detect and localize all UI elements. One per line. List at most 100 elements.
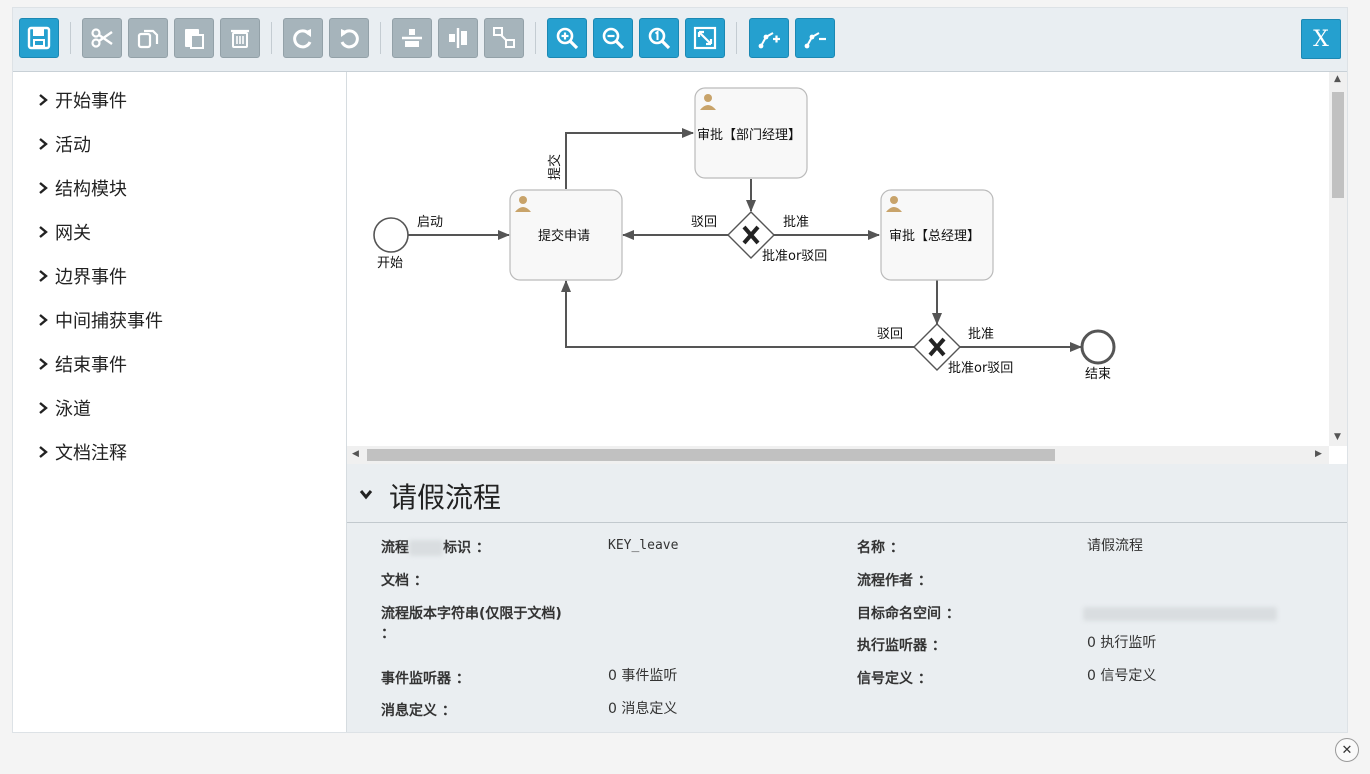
zoom-out-icon xyxy=(602,27,625,50)
palette-item-label: 网关 xyxy=(55,223,91,244)
zoom-in-icon xyxy=(556,27,579,50)
exec-listener-value[interactable]: 0 执行监听 xyxy=(1087,635,1157,651)
flow-start-label: 启动 xyxy=(417,215,443,230)
remove-bendpoint-button[interactable] xyxy=(795,18,835,58)
task-submit-request[interactable] xyxy=(509,189,623,281)
signal-label: 信号定义 ： xyxy=(857,671,932,687)
user-task-icon xyxy=(700,94,716,110)
vertical-scroll-thumb[interactable] xyxy=(1332,92,1344,198)
delete-button[interactable] xyxy=(220,18,260,58)
cut-button[interactable] xyxy=(82,18,122,58)
scroll-left-icon[interactable]: ◀ xyxy=(352,449,359,459)
start-event[interactable] xyxy=(373,217,409,253)
cut-icon xyxy=(91,28,113,48)
zoom-out-button[interactable] xyxy=(593,18,633,58)
palette-item-label: 活动 xyxy=(55,135,91,156)
align-horizontal-button[interactable] xyxy=(392,18,432,58)
scroll-right-icon[interactable]: ▶ xyxy=(1315,449,1322,459)
horizontal-scroll-thumb[interactable] xyxy=(367,449,1055,461)
palette-item-gateways[interactable]: 网关 xyxy=(37,220,91,244)
paste-icon xyxy=(185,29,204,49)
signal-value[interactable]: 0 信号定义 xyxy=(1087,668,1157,684)
flow-reject2[interactable] xyxy=(561,280,915,348)
scroll-up-icon[interactable]: ▲ xyxy=(1334,74,1341,84)
exclusive-gateway-1[interactable] xyxy=(727,211,775,259)
zoom-fit-button[interactable] xyxy=(685,18,725,58)
chevron-down-icon[interactable] xyxy=(359,488,373,500)
palette-item-label: 中间捕获事件 xyxy=(55,311,163,332)
copy-icon xyxy=(137,29,159,49)
same-size-icon xyxy=(493,27,515,48)
chevron-right-icon xyxy=(39,226,48,238)
chevron-right-icon xyxy=(39,182,48,194)
task-gm-approve[interactable] xyxy=(880,189,994,281)
task-dept-approve[interactable] xyxy=(694,87,808,179)
palette-item-label: 边界事件 xyxy=(55,267,127,288)
namespace-label: 目标命名空间 ： xyxy=(857,606,960,622)
flow-approve1-label: 批准 xyxy=(783,215,809,230)
canvas-horizontal-scrollbar[interactable]: ◀ ▶ xyxy=(347,446,1329,464)
flow-approve2-label: 批准 xyxy=(968,327,994,342)
palette-item-swimlanes[interactable]: 泳道 xyxy=(37,396,91,420)
exclusive-gateway-2[interactable] xyxy=(913,323,961,371)
toolbar-separator xyxy=(535,22,536,54)
author-label: 流程作者 ： xyxy=(857,573,932,589)
zoom-actual-button[interactable] xyxy=(639,18,679,58)
start-event-label: 开始 xyxy=(377,256,403,271)
toolbar-separator xyxy=(380,22,381,54)
flow-submit[interactable] xyxy=(565,128,694,189)
palette-item-activities[interactable]: 活动 xyxy=(37,132,91,156)
event-listener-value[interactable]: 0 事件监听 xyxy=(608,668,678,684)
chevron-right-icon xyxy=(39,358,48,370)
palette-item-start-events[interactable]: 开始事件 xyxy=(37,88,127,112)
align-horizontal-icon xyxy=(402,29,422,47)
task-submit-label: 提交申请 xyxy=(538,228,590,244)
doc-label: 文档 ： xyxy=(381,573,428,589)
chevron-right-icon xyxy=(39,270,48,282)
chevron-right-icon xyxy=(39,94,48,106)
bpmn-diagram: 开始 提交申请 审批【部门经理】 审批【总经理】 批准or驳回 xyxy=(373,87,1116,382)
name-value[interactable]: 请假流程 xyxy=(1087,538,1143,554)
chevron-right-icon xyxy=(39,314,48,326)
flow-reject2-label: 驳回 xyxy=(877,327,903,342)
palette-item-boundary-events[interactable]: 边界事件 xyxy=(37,264,127,288)
add-bendpoint-button[interactable] xyxy=(749,18,789,58)
diagram-canvas[interactable]: 开始 提交申请 审批【部门经理】 审批【总经理】 批准or驳回 xyxy=(347,72,1329,446)
event-listener-label: 事件监听器 ： xyxy=(381,671,470,687)
redo-icon xyxy=(293,29,312,49)
paste-button[interactable] xyxy=(174,18,214,58)
message-value[interactable]: 0 消息定义 xyxy=(608,701,678,717)
undo-button[interactable] xyxy=(329,18,369,58)
close-dialog-button[interactable]: ✕ xyxy=(1335,738,1359,762)
process-id-value[interactable]: KEY_leave xyxy=(608,538,679,553)
end-event[interactable] xyxy=(1080,329,1116,365)
toolbar-separator xyxy=(271,22,272,54)
toolbar-separator xyxy=(736,22,737,54)
properties-header[interactable]: 请假流程 xyxy=(347,464,1347,523)
delete-icon xyxy=(231,29,249,48)
remove-bendpoint-icon xyxy=(804,32,826,49)
palette-item-annotations[interactable]: 文档注释 xyxy=(37,440,127,464)
process-editor-window: X 开始事件 活动 结构模块 网关 边界事件 中间捕获事件 结束事件 xyxy=(12,7,1348,733)
scroll-down-icon[interactable]: ▼ xyxy=(1334,432,1341,442)
canvas-vertical-scrollbar[interactable]: ▲ ▼ xyxy=(1329,72,1347,446)
save-icon xyxy=(27,26,51,50)
align-vertical-button[interactable] xyxy=(438,18,478,58)
add-bendpoint-icon xyxy=(758,32,780,49)
align-vertical-icon xyxy=(449,28,467,48)
palette-item-end-events[interactable]: 结束事件 xyxy=(37,352,127,376)
flow-submit-label: 提交 xyxy=(547,154,563,180)
close-editor-button[interactable]: X xyxy=(1301,19,1341,59)
redacted-namespace-value[interactable] xyxy=(1083,607,1277,621)
palette-item-structural[interactable]: 结构模块 xyxy=(37,176,127,200)
redo-button[interactable] xyxy=(283,18,323,58)
copy-button[interactable] xyxy=(128,18,168,58)
zoom-in-button[interactable] xyxy=(547,18,587,58)
gateway-1-label: 批准or驳回 xyxy=(762,249,827,264)
same-size-button[interactable] xyxy=(484,18,524,58)
toolbar-separator xyxy=(70,22,71,54)
user-task-icon xyxy=(515,196,531,212)
palette-item-label: 泳道 xyxy=(55,399,91,420)
palette-item-intermediate-catch-events[interactable]: 中间捕获事件 xyxy=(37,308,163,332)
save-button[interactable] xyxy=(19,18,59,58)
